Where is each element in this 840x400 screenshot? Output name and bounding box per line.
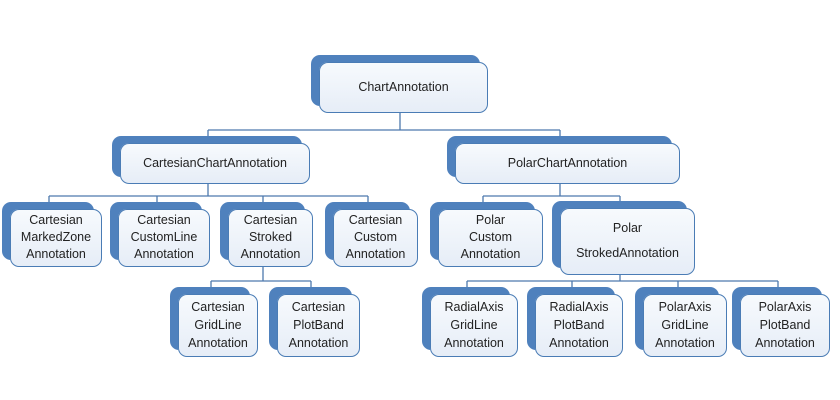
node-label-line: MarkedZone [20, 230, 92, 245]
node-label-line: Cartesian [29, 213, 83, 228]
node-polar-stroked-annotation: Polar StrokedAnnotation [560, 208, 695, 275]
node-polar-chart-annotation: PolarChartAnnotation [455, 143, 680, 184]
node-polar-axis-plot-band-annotation: PolarAxis PlotBand Annotation [740, 294, 830, 357]
node-cartesian-marked-zone-annotation: Cartesian MarkedZone Annotation [10, 209, 102, 267]
node-label-line: GridLine [194, 317, 242, 332]
node-radial-axis-grid-line-annotation: RadialAxis GridLine Annotation [430, 294, 518, 357]
node-label-line: Cartesian [191, 299, 245, 314]
node-label-line: GridLine [450, 317, 498, 332]
node-label-line: Annotation [655, 335, 715, 350]
node-label-line: Annotation [460, 247, 521, 262]
node-cartesian-custom-line-annotation: Cartesian CustomLine Annotation [118, 209, 210, 267]
node-label-line: Polar [612, 220, 643, 235]
node-label-line: Cartesian [137, 213, 191, 228]
node-chart-annotation: ChartAnnotation [319, 62, 488, 113]
node-label-line: CartesianChartAnnotation [143, 155, 287, 170]
node-cartesian-custom-annotation: Cartesian Custom Annotation [333, 209, 418, 267]
node-label-line: Polar [475, 213, 506, 228]
node-cartesian-chart-annotation: CartesianChartAnnotation [120, 143, 310, 184]
node-label-line: Annotation [345, 247, 406, 262]
connector-cartesian-to-children [48, 184, 369, 212]
node-label-line: PlotBand [759, 317, 811, 332]
node-label-line: GridLine [661, 317, 709, 332]
node-label-line: Annotation [755, 335, 815, 350]
node-label-line: Annotation [444, 335, 504, 350]
node-label-line: PlotBand [293, 317, 344, 332]
node-label-line: RadialAxis [549, 299, 609, 314]
node-label-line: Cartesian [243, 213, 298, 228]
node-radial-axis-plot-band-annotation: RadialAxis PlotBand Annotation [535, 294, 623, 357]
node-label-line: CustomLine [130, 230, 198, 245]
node-cartesian-stroked-annotation: Cartesian Stroked Annotation [228, 209, 313, 267]
node-label-line: PolarAxis [658, 299, 712, 314]
node-label-line: Cartesian [291, 299, 346, 314]
node-label-line: PolarChartAnnotation [507, 155, 628, 170]
node-label-line: PlotBand [553, 317, 605, 332]
node-cartesian-grid-line-annotation: Cartesian GridLine Annotation [178, 294, 258, 357]
node-label-line: Annotation [26, 247, 86, 262]
node-label-line: Cartesian [348, 213, 403, 228]
node-label-line: Annotation [134, 247, 194, 262]
node-label-line: Annotation [549, 335, 609, 350]
node-label-line: RadialAxis [444, 299, 504, 314]
node-label-line: PolarAxis [758, 299, 812, 314]
node-label-line: Custom [353, 230, 398, 245]
node-label-line: Custom [468, 230, 513, 245]
node-label-line: ChartAnnotation [358, 79, 449, 94]
connector-polar-stroked-to-children [466, 275, 779, 297]
node-label-line: Annotation [240, 247, 301, 262]
node-label-line: Stroked [248, 230, 293, 245]
connector-root-to-level2 [207, 113, 561, 144]
node-label-line: StrokedAnnotation [576, 246, 679, 261]
node-label-line: Annotation [288, 335, 349, 350]
node-cartesian-plot-band-annotation: Cartesian PlotBand Annotation [277, 294, 360, 357]
node-label-line: Annotation [188, 335, 248, 350]
node-polar-axis-grid-line-annotation: PolarAxis GridLine Annotation [643, 294, 727, 357]
connector-cartesian-stroked-to-children [210, 267, 312, 297]
node-polar-custom-annotation: Polar Custom Annotation [438, 209, 543, 267]
connector-polar-to-children [482, 184, 621, 212]
